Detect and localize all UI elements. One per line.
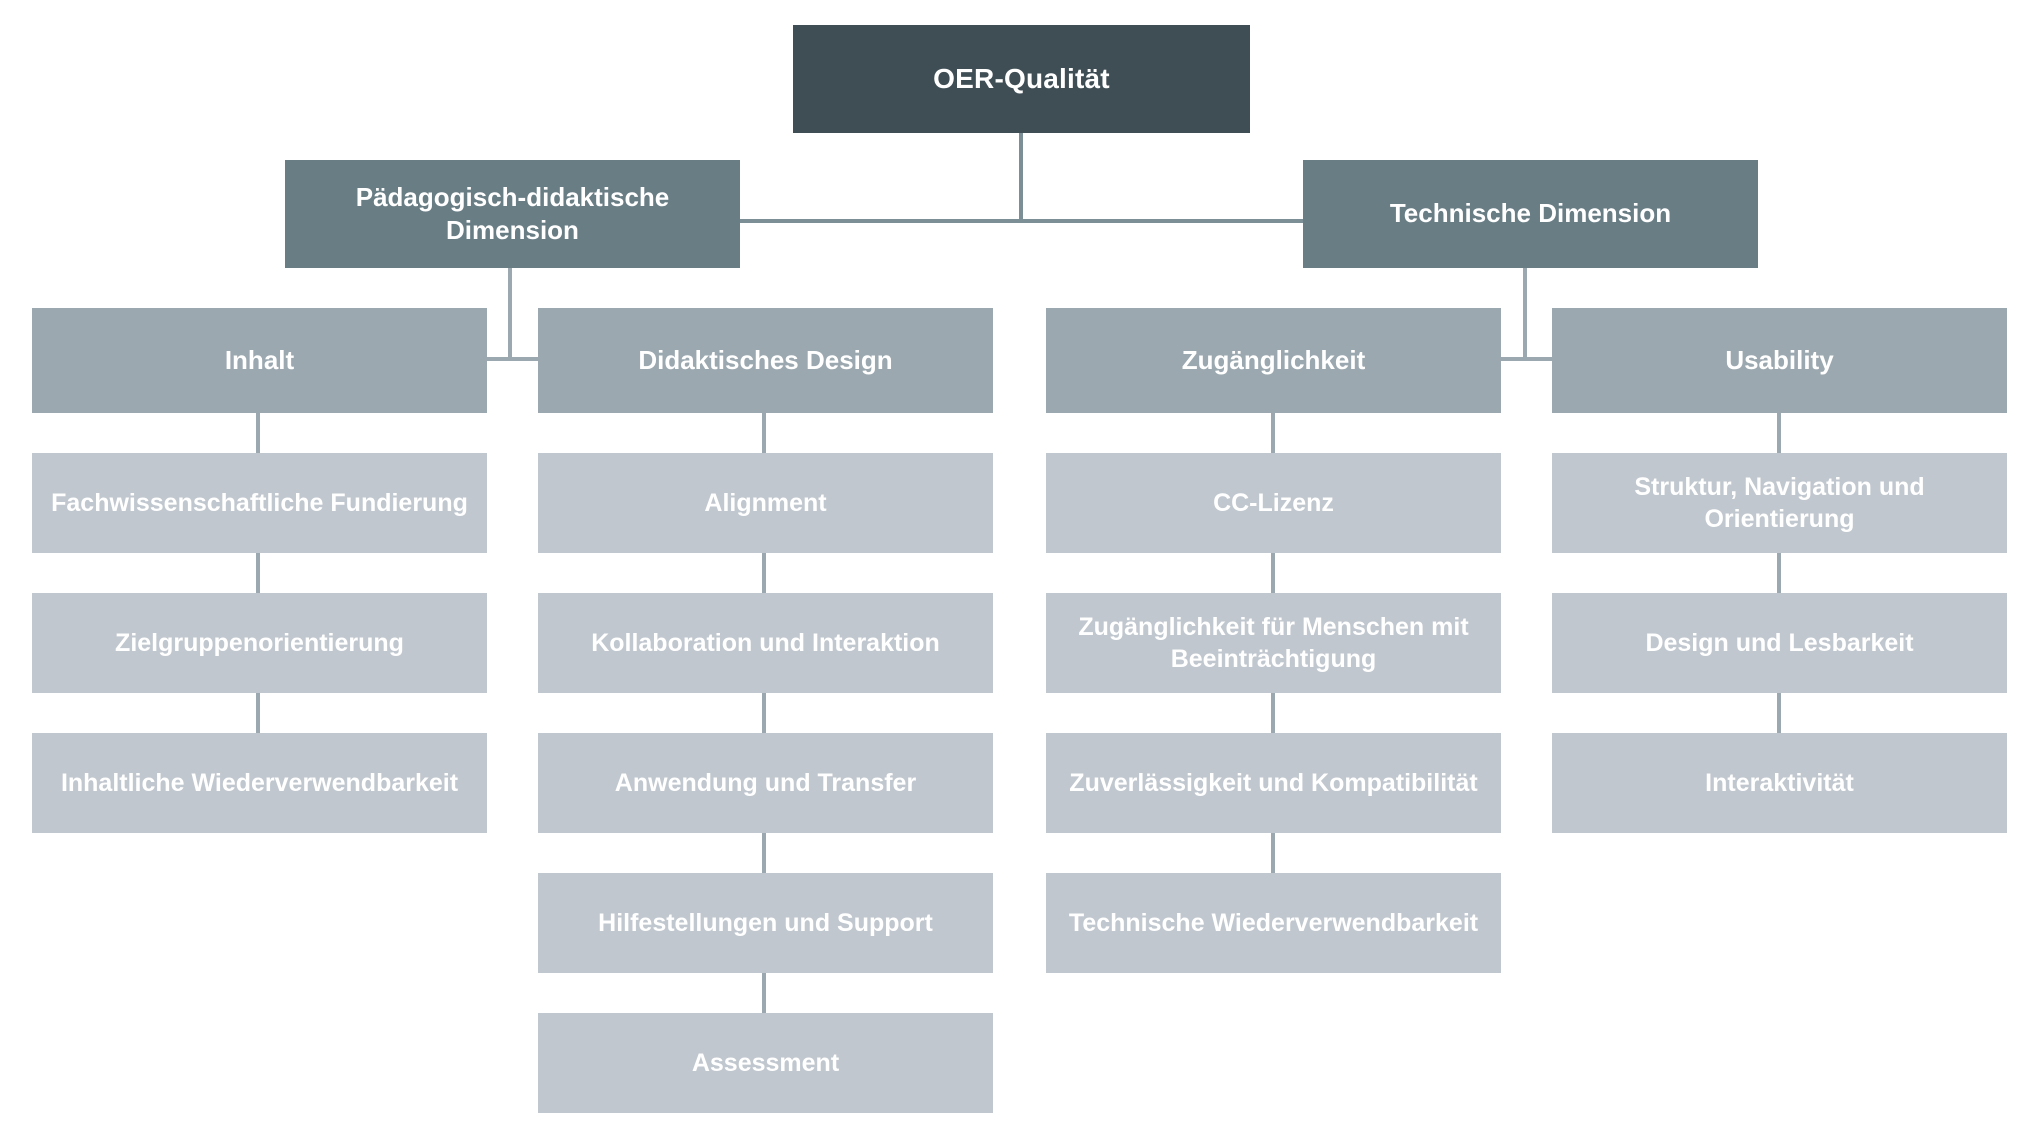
connector-dimension-spine — [738, 219, 1306, 223]
connector-didaktik-2 — [762, 553, 766, 593]
node-criterion-kollaboration-und-interaktion[interactable]: Kollaboration und Interaktion — [538, 593, 993, 693]
connector-usability-3 — [1777, 693, 1781, 733]
node-category-zugaenglichkeit[interactable]: Zugänglichkeit — [1046, 308, 1501, 413]
connector-technical-down — [1523, 268, 1527, 360]
node-criterion-cc-lizenz[interactable]: CC-Lizenz — [1046, 453, 1501, 553]
connector-usability-2 — [1777, 553, 1781, 593]
connector-didaktik-5 — [762, 973, 766, 1013]
connector-didaktik-1 — [762, 413, 766, 453]
node-criterion-zuverlaessigkeit-und-kompatibilitaet[interactable]: Zuverlässigkeit und Kompatibilität — [1046, 733, 1501, 833]
connector-pedagogical-down — [508, 268, 512, 360]
connector-zugang-2 — [1271, 553, 1275, 593]
node-criterion-zielgruppenorientierung[interactable]: Zielgruppenorientierung — [32, 593, 487, 693]
node-criterion-anwendung-und-transfer[interactable]: Anwendung und Transfer — [538, 733, 993, 833]
connector-inhalt-1 — [256, 413, 260, 453]
node-category-inhalt[interactable]: Inhalt — [32, 308, 487, 413]
node-criterion-zugaenglichkeit-fuer-menschen-mit-beeintraechtigung[interactable]: Zugänglichkeit für Menschen mit Beeinträ… — [1046, 593, 1501, 693]
node-criterion-assessment[interactable]: Assessment — [538, 1013, 993, 1113]
connector-inhalt-3 — [256, 693, 260, 733]
node-criterion-design-und-lesbarkeit[interactable]: Design und Lesbarkeit — [1552, 593, 2007, 693]
node-category-didaktisches-design[interactable]: Didaktisches Design — [538, 308, 993, 413]
connector-didaktik-3 — [762, 693, 766, 733]
connector-usability-1 — [1777, 413, 1781, 453]
node-criterion-technische-wiederverwendbarkeit[interactable]: Technische Wiederverwendbarkeit — [1046, 873, 1501, 973]
connector-didaktik-4 — [762, 833, 766, 873]
connector-pedagogical-spine — [256, 357, 766, 361]
connector-zugang-3 — [1271, 693, 1275, 733]
node-dimension-paedagogisch-didaktische[interactable]: Pädagogisch-didaktische Dimension — [285, 160, 740, 268]
connector-inhalt-2 — [256, 553, 260, 593]
node-criterion-inhaltliche-wiederverwendbarkeit[interactable]: Inhaltliche Wiederverwendbarkeit — [32, 733, 487, 833]
node-dimension-technische[interactable]: Technische Dimension — [1303, 160, 1758, 268]
node-criterion-interaktivitaet[interactable]: Interaktivität — [1552, 733, 2007, 833]
node-criterion-struktur-navigation-und-orientierung[interactable]: Struktur, Navigation und Orientierung — [1552, 453, 2007, 553]
connector-root-down — [1019, 133, 1023, 223]
node-category-usability[interactable]: Usability — [1552, 308, 2007, 413]
node-root-oer-qualitaet[interactable]: OER-Qualität — [793, 25, 1250, 133]
connector-zugang-4 — [1271, 833, 1275, 873]
node-criterion-alignment[interactable]: Alignment — [538, 453, 993, 553]
connector-technical-spine — [1271, 357, 1781, 361]
node-criterion-fachwissenschaftliche-fundierung[interactable]: Fachwissenschaftliche Fundierung — [32, 453, 487, 553]
node-criterion-hilfestellungen-und-support[interactable]: Hilfestellungen und Support — [538, 873, 993, 973]
connector-zugang-1 — [1271, 413, 1275, 453]
